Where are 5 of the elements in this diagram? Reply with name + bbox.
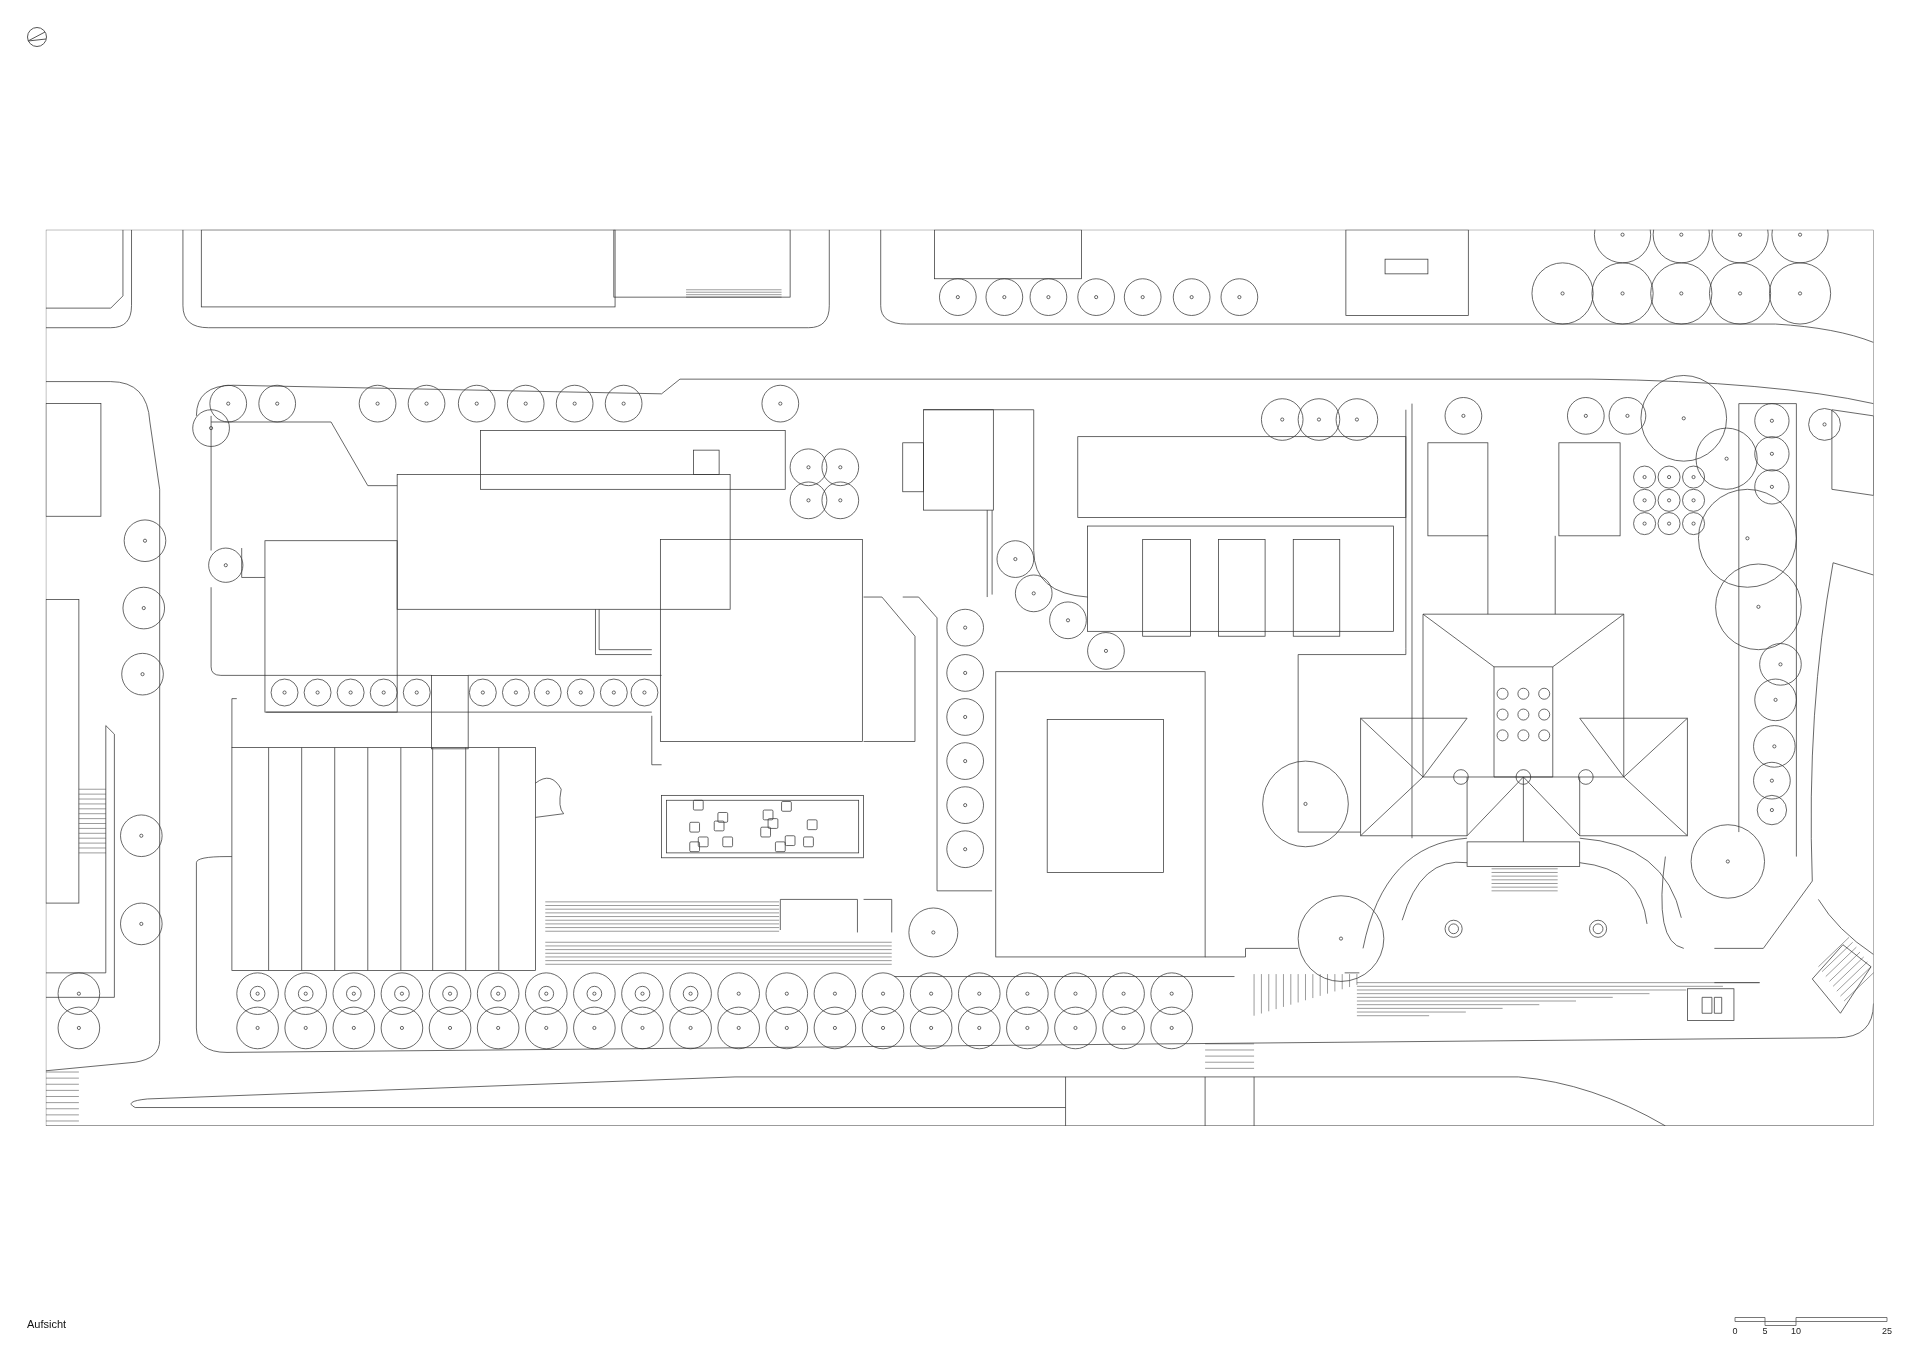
scale-label: 5 — [1762, 1326, 1768, 1336]
scale-label: 10 — [1791, 1326, 1801, 1336]
scale-label: 25 — [1882, 1326, 1892, 1336]
caption: Aufsicht — [27, 1318, 67, 1330]
scale-label: 0 — [1732, 1326, 1738, 1336]
